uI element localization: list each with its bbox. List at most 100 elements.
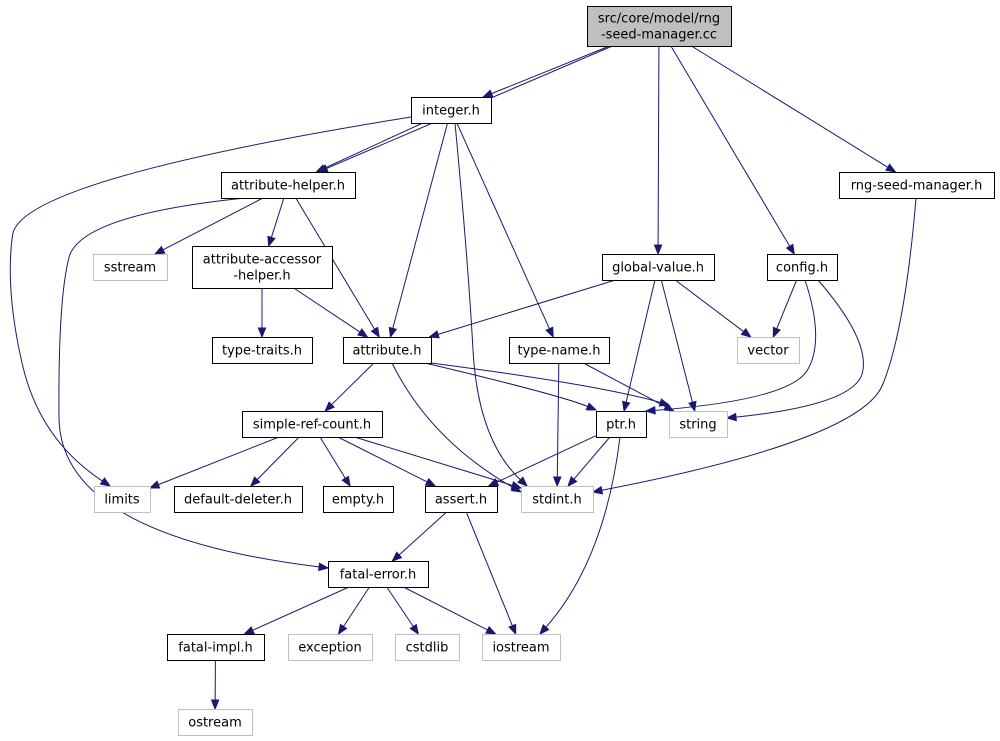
- node-typename-box: [509, 337, 610, 364]
- node-ptr-box: [596, 411, 647, 438]
- edge-fatalerror-to-iostream-arrowhead: [485, 625, 497, 635]
- node-stdint-label: stdint.h: [532, 493, 581, 508]
- node-integer[interactable]: integer.h: [411, 97, 492, 124]
- node-globalvalue-label: global-value.h: [612, 261, 704, 276]
- node-ostream-label: ostream: [188, 716, 242, 731]
- node-globalvalue[interactable]: global-value.h: [602, 254, 715, 281]
- node-ptr-label: ptr.h: [606, 418, 636, 433]
- node-string-box: [669, 411, 728, 438]
- node-root-box: [587, 6, 732, 47]
- edge-root-to-globalvalue-arrowhead: [653, 244, 663, 256]
- node-root-label: src/core/model/rng: [598, 12, 720, 27]
- node-fatalerror[interactable]: fatal-error.h: [328, 561, 429, 588]
- node-assert-box: [425, 486, 498, 513]
- node-ptr[interactable]: ptr.h: [596, 411, 647, 438]
- edge-fatalerror-to-cstdlib: [386, 586, 414, 627]
- node-rngsm[interactable]: rng-seed-manager.h: [839, 172, 995, 199]
- node-accessor-label: -helper.h: [233, 269, 290, 284]
- node-accessor-label: attribute-accessor: [203, 253, 322, 268]
- edge-globalvalue-to-vector: [674, 279, 744, 332]
- edge-integer-to-attrhelper: [324, 122, 423, 169]
- edge-simpleref-to-empty-arrowhead: [341, 475, 351, 488]
- node-simpleref-label: simple-ref-count.h: [253, 418, 371, 433]
- edge-integer-to-limits-arrowhead: [99, 477, 112, 487]
- edge-attrhelper-to-sstream: [162, 197, 264, 251]
- node-assert[interactable]: assert.h: [425, 486, 498, 513]
- edge-simpleref-to-limits: [158, 436, 280, 486]
- node-rngsm-box: [839, 172, 995, 199]
- edge-config-to-ptr: [654, 279, 817, 411]
- node-accessor[interactable]: attribute-accessor-helper.h: [192, 246, 333, 289]
- edge-attrhelper-to-sstream-arrowhead: [153, 245, 166, 255]
- node-root-label: -seed-manager.cc: [601, 28, 717, 43]
- edge-root-to-config: [670, 45, 791, 247]
- node-exception-box: [288, 634, 373, 661]
- node-typename[interactable]: type-name.h: [509, 337, 610, 364]
- edge-attribute-to-simpleref: [331, 362, 375, 406]
- node-iostream-label: iostream: [492, 641, 549, 656]
- node-attribute-label: attribute.h: [352, 344, 421, 359]
- edge-config-to-string-arrowhead: [725, 412, 737, 422]
- edge-fatalerror-to-exception: [343, 586, 370, 627]
- edge-simpleref-to-assert: [337, 436, 428, 483]
- node-empty-box: [323, 486, 394, 513]
- edge-config-to-ptr-arrowhead: [644, 405, 656, 415]
- node-cstdlib-box: [395, 634, 460, 661]
- edge-fatalerror-to-fatalimpl: [252, 586, 350, 631]
- edge-ptr-to-assert: [496, 435, 597, 483]
- node-exception: exception: [288, 634, 373, 661]
- edge-root-to-integer-arrowhead: [481, 89, 494, 98]
- edge-config-to-string: [735, 279, 864, 418]
- node-simpleref[interactable]: simple-ref-count.h: [242, 411, 383, 438]
- node-attribute[interactable]: attribute.h: [343, 337, 432, 364]
- node-sstream: sstream: [93, 254, 168, 281]
- edge-integer-to-attribute-arrowhead: [388, 326, 398, 339]
- node-rngsm-label: rng-seed-manager.h: [851, 179, 983, 194]
- edge-integer-to-typename-arrowhead: [545, 326, 554, 339]
- node-string: string: [669, 411, 728, 438]
- edge-assert-to-iostream: [465, 511, 513, 626]
- node-iostream: iostream: [482, 634, 561, 661]
- edge-fatalerror-to-iostream: [403, 586, 488, 631]
- node-attrhelper[interactable]: attribute-helper.h: [221, 172, 356, 199]
- node-typetraits-box: [212, 337, 313, 364]
- edge-rngsm-to-stdint: [601, 197, 917, 491]
- node-vector-label: vector: [747, 344, 789, 359]
- node-deleter-box: [174, 486, 303, 513]
- edge-attrhelper-to-attribute: [295, 197, 375, 330]
- node-fatalimpl-label: fatal-impl.h: [178, 641, 252, 656]
- edge-simpleref-to-deleter: [256, 436, 300, 480]
- node-empty[interactable]: empty.h: [323, 486, 394, 513]
- node-root[interactable]: src/core/model/rng-seed-manager.cc: [587, 6, 732, 47]
- node-globalvalue-box: [602, 254, 715, 281]
- edge-simpleref-to-assert-arrowhead: [424, 477, 437, 487]
- node-iostream-box: [482, 634, 561, 661]
- node-exception-label: exception: [298, 641, 362, 656]
- edge-root-to-rngsm: [691, 45, 889, 168]
- edge-root-to-rngsm-arrowhead: [885, 163, 897, 173]
- edge-ptr-to-stdint: [573, 436, 611, 480]
- edge-config-to-vector-arrowhead: [772, 326, 781, 339]
- edge-attrhelper-to-fatalerror: [58, 197, 320, 568]
- edge-layer: [9, 45, 917, 711]
- edge-integer-to-stdint: [454, 122, 521, 481]
- node-limits-label: limits: [104, 493, 140, 508]
- node-cstdlib-label: cstdlib: [406, 641, 449, 656]
- node-config[interactable]: config.h: [767, 254, 838, 281]
- edge-simpleref-to-empty: [319, 436, 346, 479]
- node-vector: vector: [737, 337, 800, 364]
- edge-attrhelper-to-accessor: [270, 197, 285, 238]
- node-attribute-box: [343, 337, 432, 364]
- edge-assert-to-fatalerror: [398, 511, 447, 556]
- edge-globalvalue-to-attribute-arrowhead: [428, 330, 440, 339]
- node-deleter[interactable]: default-deleter.h: [174, 486, 303, 513]
- node-simpleref-box: [242, 411, 383, 438]
- node-typetraits[interactable]: type-traits.h: [212, 337, 313, 364]
- edge-typename-to-string: [583, 362, 666, 408]
- node-stdint-box: [521, 486, 594, 513]
- edge-fatalerror-to-cstdlib-arrowhead: [409, 623, 420, 636]
- edge-fatalerror-to-exception-arrowhead: [337, 623, 348, 636]
- node-fatalimpl-box: [167, 634, 265, 661]
- node-fatalimpl[interactable]: fatal-impl.h: [167, 634, 265, 661]
